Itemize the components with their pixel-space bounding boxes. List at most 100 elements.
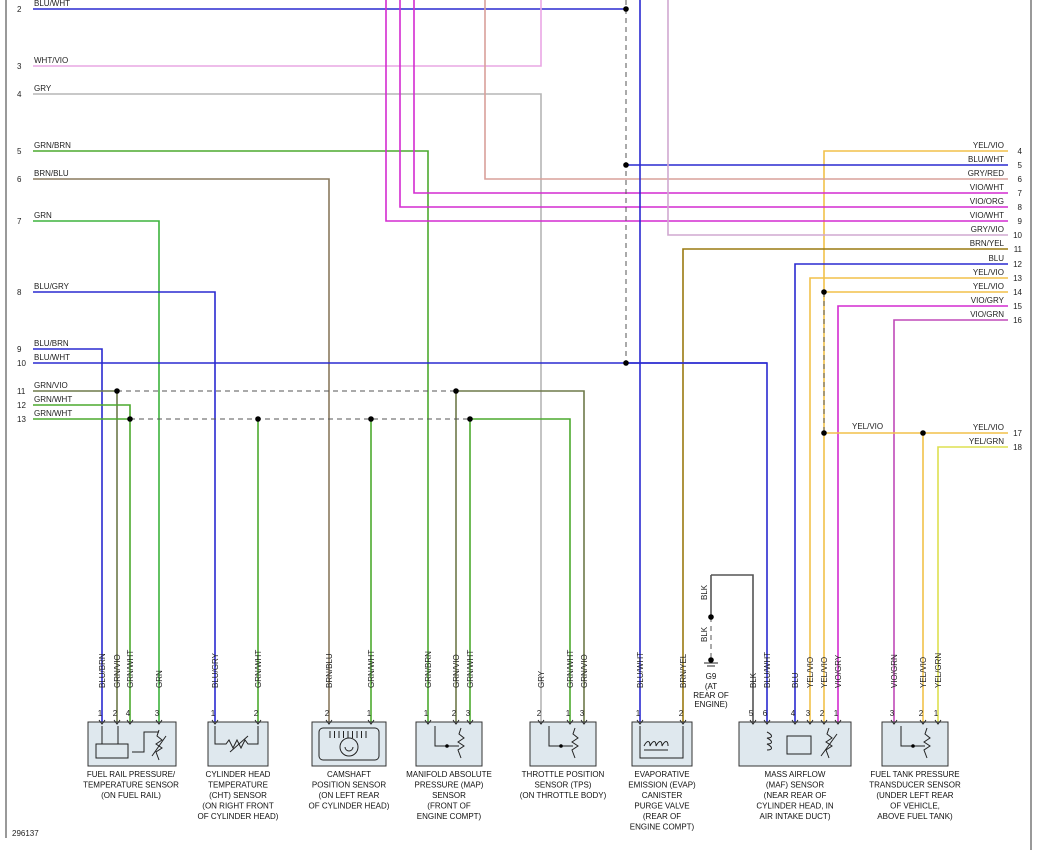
ground-wire-label: BLK [700,626,709,642]
pin-terminal [113,719,121,725]
splice-dash-layer [117,0,825,660]
wire-right-15 [837,305,1008,722]
junction-dot [821,430,827,436]
component-caption: (NEAR REAR OF [764,791,827,800]
pin-terminal [890,719,898,725]
left-pin-number: 13 [17,415,26,424]
left-pin-number: 7 [17,217,22,226]
solenoid-coil-icon [639,726,684,759]
junction-dot [467,416,473,422]
maf-sensor [738,721,852,767]
pin-wire-label: YEL/GRN [934,653,943,688]
cmp-sensor [311,721,387,767]
pin-terminal [791,719,799,725]
junction-dot [255,416,261,422]
pin-wire-label: GRN/BRN [424,651,433,688]
pin-number: 1 [934,709,939,718]
component-caption: (UNDER LEFT REAR [876,791,953,800]
component-caption: TRANSDUCER SENSOR [869,781,961,790]
pin-number: 3 [580,709,585,718]
wire-right-8 [399,0,1008,208]
wire-right-16 [893,319,1008,722]
right-wire-label: BRN/YEL [970,239,1005,248]
label-layer: 2BLU/WHT3WHT/VIO4GRY5GRN/BRN6BRN/BLU7GRN… [17,0,1023,832]
pin-number: 6 [763,709,768,718]
hall-sensor-icon [344,746,354,752]
pin-wire-label: BLU/BRN [98,653,107,688]
pin-number: 4 [791,709,796,718]
pin-number: 4 [126,709,131,718]
component-caption: EMISSION (EVAP) [628,781,696,790]
potentiometer-icon [457,727,465,759]
left-pin-number: 10 [17,359,26,368]
left-wire-label: GRN [34,211,52,220]
pin-number: 1 [636,709,641,718]
component-caption: MANIFOLD ABSOLUTE [406,770,492,779]
right-pin-number: 4 [1018,147,1023,156]
left-wire-label: BLU/WHT [34,353,70,362]
component-caption: SENSOR (TPS) [535,781,592,790]
splice-label: YEL/VIO [852,422,883,431]
tps-sensor [529,721,597,767]
component-caption: FUEL RAIL PRESSURE/ [87,770,176,779]
component-caption: CYLINDER HEAD, IN [756,802,834,811]
right-wire-label: GRY/RED [968,169,1005,178]
pin-wire-label: GRN/WHT [566,650,575,688]
pin-wire-label: GRN [155,670,164,688]
wire-right-12 [794,263,1008,722]
wire-left-9 [33,348,103,722]
pin-wire-label: GRN/WHT [126,650,135,688]
junction-dot [623,360,629,366]
right-pin-number: 18 [1013,443,1022,452]
pin-number: 2 [919,709,924,718]
left-wire-label: BLU/BRN [34,339,69,348]
junction-dot [708,614,714,620]
pin-wire-label: BLU [791,672,800,688]
right-wire-label: YEL/VIO [973,268,1004,277]
left-pin-number: 5 [17,147,22,156]
hall-sensor-icon [339,737,359,757]
pin-terminal [537,719,545,725]
wire-right-13 [809,277,1008,722]
right-wire-label: YEL/VIO [973,141,1004,150]
component-caption: TEMPERATURE SENSOR [83,781,179,790]
pin-terminal [820,719,828,725]
component-caption: (FRONT OF [427,802,471,811]
wire-left-3 [33,0,542,67]
pin-terminal [211,719,219,725]
wire-left-4 [33,93,542,722]
ground-name: G9 [706,672,717,681]
component-caption: AIR INTAKE DUCT) [760,812,831,821]
pin-terminal [566,719,574,725]
pin-wire-label: VIO/GRN [890,654,899,688]
pin-terminal [806,719,814,725]
left-pin-number: 6 [17,175,22,184]
right-pin-number: 9 [1018,217,1023,226]
pin-number: 2 [452,709,457,718]
pin-number: 1 [367,709,372,718]
pin-number: 3 [466,709,471,718]
potentiometer-icon [571,727,579,759]
pin-terminal [367,719,375,725]
right-pin-number: 16 [1013,316,1022,325]
pin-terminal [155,719,163,725]
wire-right-10 [667,0,1008,236]
junction-dot [127,416,133,422]
pin-wire-label: BRN/YEL [679,653,688,688]
wire-left-5 [33,150,429,722]
pin-number: 2 [537,709,542,718]
right-pin-number: 6 [1018,175,1023,184]
component-caption: (REAR OF [643,812,681,821]
left-wire-label: GRN/BRN [34,141,71,150]
sensing-element-icon [786,735,812,755]
pin-terminal [126,719,134,725]
component-caption: OF CYLINDER HEAD) [309,802,390,811]
solenoid-coil-icon [643,741,669,747]
right-wire-label: YEL/VIO [973,282,1004,291]
pin-number: 3 [890,709,895,718]
pin-number: 1 [566,709,571,718]
pin-terminal [749,719,757,725]
pin-terminal [919,719,927,725]
right-pin-number: 11 [1014,245,1023,254]
pin-terminal [98,719,106,725]
